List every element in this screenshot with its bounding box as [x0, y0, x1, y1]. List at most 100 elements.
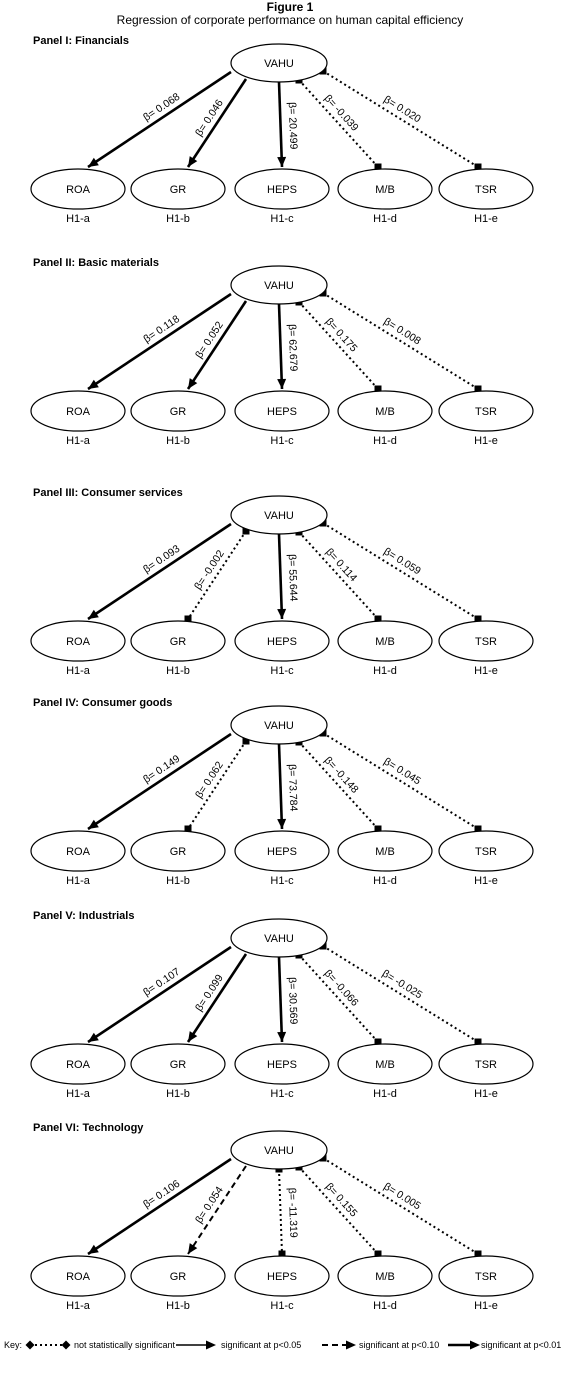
- edge-end-marker: [474, 1250, 482, 1258]
- target-node-label: M/B: [375, 1271, 395, 1283]
- source-node-label: VAHU: [264, 58, 294, 70]
- target-node-label: HEPS: [267, 1059, 297, 1071]
- beta-label: β= 30.569: [286, 977, 300, 1025]
- hypothesis-label: H1-d: [373, 665, 397, 677]
- target-node-label: M/B: [375, 406, 395, 418]
- edge-arrowhead: [277, 608, 287, 619]
- target-node: [234, 830, 330, 872]
- hypothesis-label: H1-b: [166, 875, 190, 887]
- target-node: [337, 168, 433, 210]
- beta-label: β= 73.784: [286, 764, 300, 812]
- edge-arrowhead: [277, 818, 287, 829]
- beta-label: β= 0.045: [381, 755, 423, 787]
- edge-arrowhead: [277, 1031, 287, 1042]
- key-p01-text: significant at p<0.01: [481, 1340, 561, 1350]
- hypothesis-label: H1-b: [166, 213, 190, 225]
- edge-arrowhead: [277, 378, 287, 389]
- panel-title: Panel III: Consumer services: [33, 487, 183, 499]
- target-node: [130, 620, 226, 662]
- beta-label: β= -11.319: [286, 1188, 300, 1238]
- target-node-label: HEPS: [267, 846, 297, 858]
- target-node-label: ROA: [66, 184, 91, 196]
- edge-line: [322, 1157, 479, 1255]
- hypothesis-label: H1-a: [66, 435, 91, 447]
- key-p05-arrowhead: [206, 1340, 216, 1350]
- target-node: [234, 620, 330, 662]
- panel-title: Panel II: Basic materials: [33, 257, 159, 269]
- edge-line: [277, 956, 284, 1043]
- edge-line: [278, 1168, 283, 1255]
- target-node-label: ROA: [66, 1271, 91, 1283]
- edge-line: [277, 303, 284, 390]
- edge-line: [187, 740, 247, 830]
- edge-end-marker: [278, 1250, 286, 1258]
- target-node-label: GR: [170, 636, 187, 648]
- key-label: Key:: [4, 1340, 22, 1350]
- hypothesis-label: H1-c: [270, 213, 294, 225]
- target-node-label: HEPS: [267, 636, 297, 648]
- edge-arrowhead: [188, 1031, 198, 1042]
- edge-line: [322, 945, 479, 1043]
- edge-line: [298, 301, 379, 390]
- edge-line: [187, 530, 247, 620]
- target-node: [130, 1255, 226, 1297]
- target-node-label: TSR: [475, 406, 497, 418]
- edge-arrowhead: [88, 1032, 99, 1042]
- target-node: [438, 168, 534, 210]
- edge-line: [277, 81, 284, 168]
- target-node-label: TSR: [475, 1059, 497, 1071]
- beta-label: β= 20.499: [286, 102, 300, 150]
- target-node-label: HEPS: [267, 184, 297, 196]
- hypothesis-label: H1-a: [66, 1300, 91, 1312]
- hypothesis-label: H1-a: [66, 213, 91, 225]
- beta-label: β= 0.054: [193, 1184, 226, 1225]
- hypothesis-label: H1-d: [373, 435, 397, 447]
- hypothesis-label: H1-d: [373, 1300, 397, 1312]
- hypothesis-label: H1-b: [166, 665, 190, 677]
- target-node: [438, 830, 534, 872]
- edge-end-marker: [374, 1038, 382, 1046]
- edge-line: [298, 1166, 379, 1255]
- edge-line: [277, 533, 284, 620]
- edge-line: [87, 732, 232, 831]
- edge-line: [87, 945, 232, 1044]
- hypothesis-label: H1-e: [474, 435, 498, 447]
- edge-end-marker: [474, 385, 482, 393]
- edge-end-marker: [374, 385, 382, 393]
- panel-title: Panel V: Industrials: [33, 910, 134, 922]
- edge-end-marker: [374, 615, 382, 623]
- hypothesis-label: H1-b: [166, 435, 190, 447]
- beta-label: β= 62.679: [286, 324, 300, 372]
- target-node-label: TSR: [475, 636, 497, 648]
- edge-line: [87, 1157, 232, 1256]
- edge-arrowhead: [277, 156, 287, 167]
- hypothesis-label: H1-d: [373, 875, 397, 887]
- source-node-label: VAHU: [264, 510, 294, 522]
- beta-label: β= 55.644: [286, 554, 300, 602]
- key-p10-arrowhead: [346, 1340, 356, 1350]
- target-node-label: GR: [170, 1059, 187, 1071]
- edge-line: [87, 292, 232, 391]
- key-p05-text: significant at p<0.05: [221, 1340, 301, 1350]
- edge-end-marker: [374, 825, 382, 833]
- source-node: [230, 918, 328, 958]
- beta-label: β= -0.148: [322, 754, 361, 795]
- edge-end-marker: [474, 825, 482, 833]
- edge-line: [277, 743, 284, 830]
- target-node: [30, 168, 126, 210]
- key-p01-arrowhead: [470, 1340, 480, 1350]
- hypothesis-label: H1-e: [474, 665, 498, 677]
- target-node-label: GR: [170, 846, 187, 858]
- edge-line: [186, 78, 248, 168]
- hypothesis-label: H1-c: [270, 665, 294, 677]
- target-node-label: TSR: [475, 184, 497, 196]
- hypothesis-label: H1-d: [373, 213, 397, 225]
- target-node: [30, 390, 126, 432]
- hypothesis-label: H1-d: [373, 1088, 397, 1100]
- hypothesis-label: H1-a: [66, 665, 91, 677]
- target-node-label: TSR: [475, 1271, 497, 1283]
- target-node-label: ROA: [66, 636, 91, 648]
- beta-label: β= -0.066: [322, 967, 361, 1008]
- target-node: [234, 168, 330, 210]
- beta-label: β= 0.005: [381, 1180, 423, 1212]
